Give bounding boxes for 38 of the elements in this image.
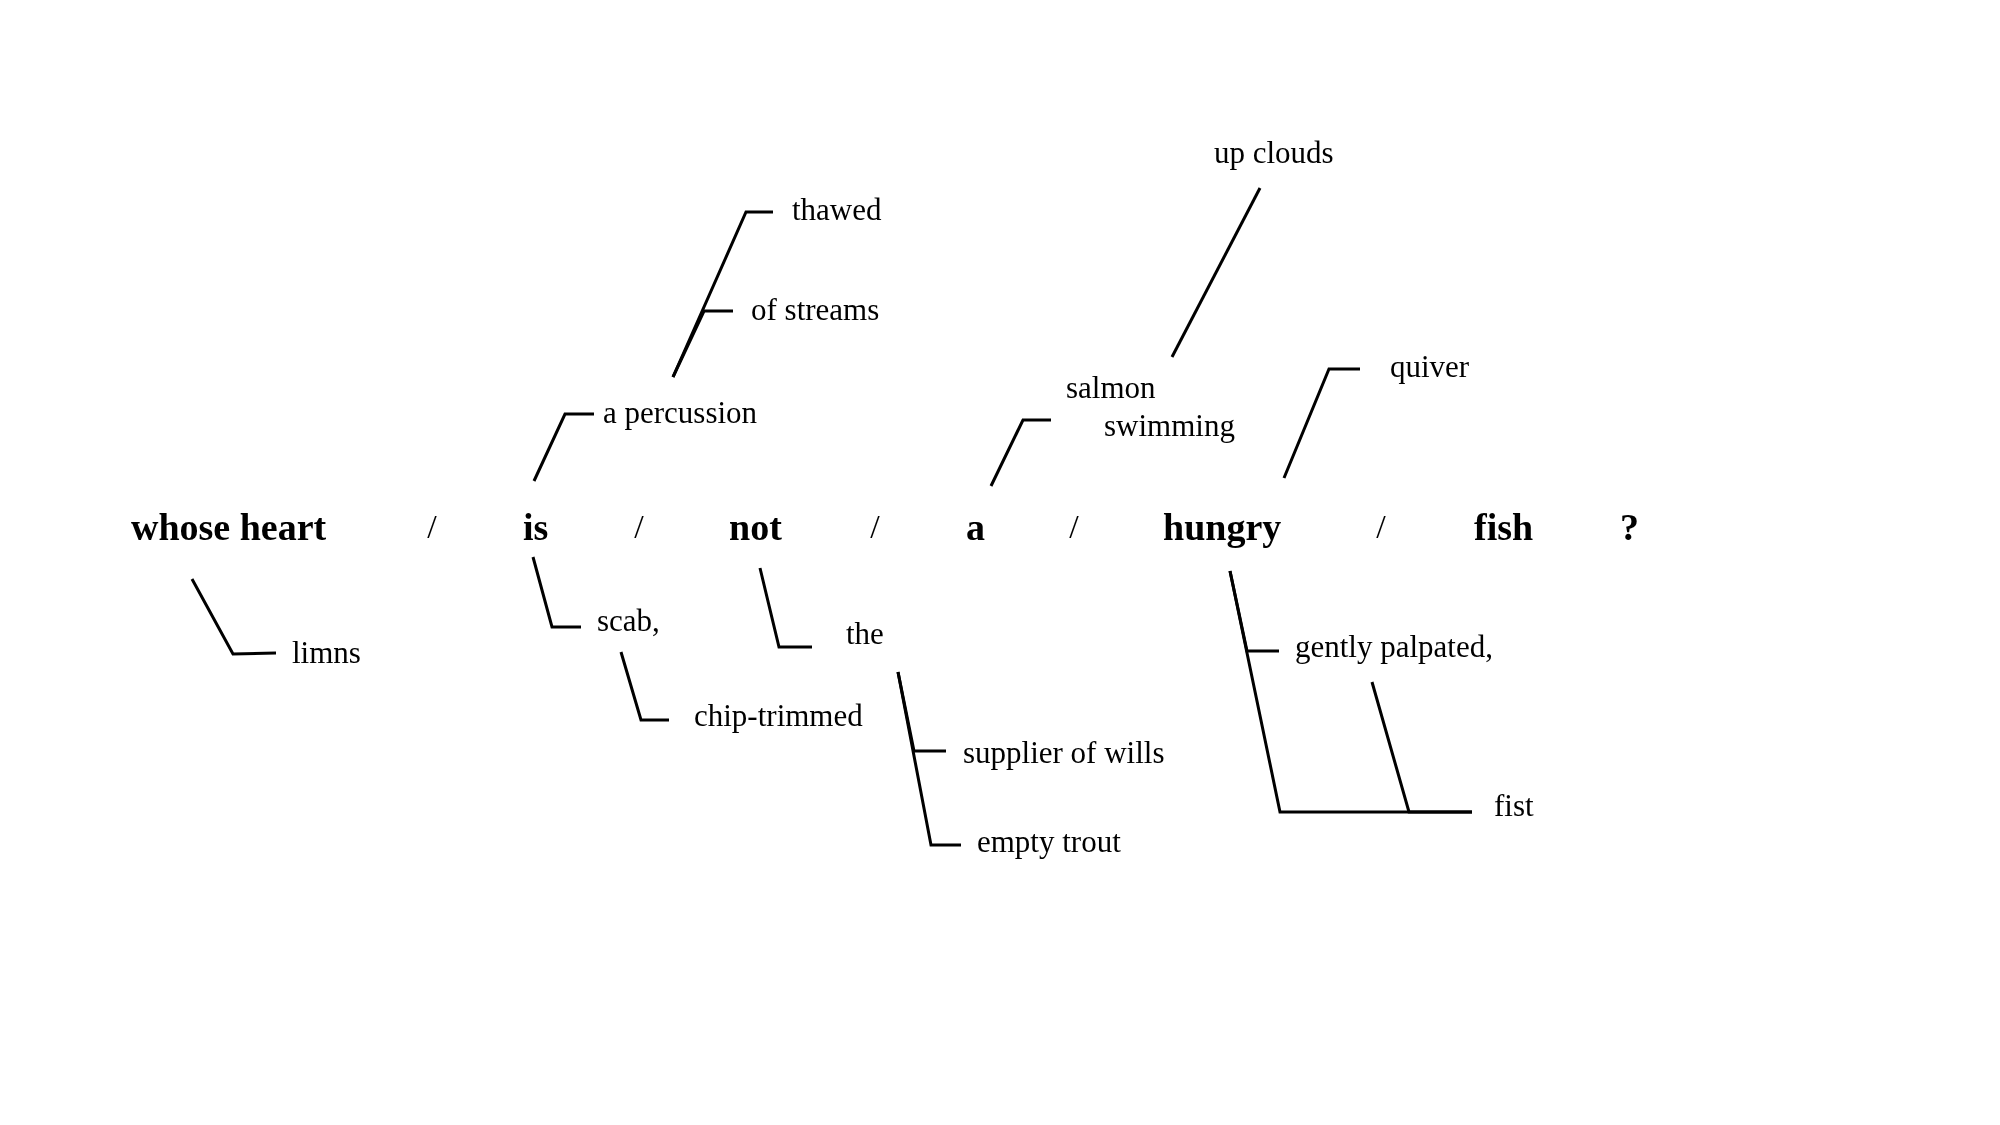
sentence-word: fish <box>1474 505 1534 549</box>
slash-divider: / <box>1069 507 1079 547</box>
sentence-word: a <box>966 505 985 549</box>
modifier-phrase: chip-trimmed <box>694 697 863 735</box>
modifier-phrase: quiver <box>1390 348 1470 386</box>
slash-divider: / <box>634 507 644 547</box>
modifier-phrase: thawed <box>792 191 882 229</box>
modifier-phrase: the <box>846 615 884 653</box>
leader-line <box>1370 681 1472 814</box>
leader-line <box>758 567 812 649</box>
modifier-phrase: limns <box>292 634 361 672</box>
leader-line <box>1170 187 1262 358</box>
modifier-phrase: a percussion <box>603 394 758 432</box>
leader-line <box>1282 367 1360 479</box>
modifier-phrase: up clouds <box>1214 134 1334 172</box>
sentence-word: not <box>729 505 782 549</box>
modifier-phrase: scab, <box>597 602 660 640</box>
leader-line <box>619 651 669 722</box>
leader-line <box>532 412 594 482</box>
modifier-phrase: supplier of wills <box>963 734 1165 772</box>
slash-divider: / <box>427 507 437 547</box>
leader-line <box>190 578 277 656</box>
sentence-word: whose heart <box>131 505 327 549</box>
leader-line <box>989 418 1051 487</box>
modifier-phrase: salmon swimming <box>1066 369 1256 445</box>
sentence-word: is <box>523 505 549 549</box>
sentence-word: hungry <box>1163 505 1282 549</box>
modifier-phrase: empty trout <box>977 823 1121 861</box>
leader-line <box>531 556 581 629</box>
modifier-phrase: fist <box>1494 787 1534 825</box>
slash-divider: / <box>1376 507 1386 547</box>
slash-divider: / <box>870 507 880 547</box>
leader-line <box>671 309 733 378</box>
sentence-word: ? <box>1620 505 1639 549</box>
modifier-phrase: gently palpated, <box>1295 628 1493 666</box>
leader-line <box>896 671 961 847</box>
leader-line <box>671 210 773 378</box>
modifier-phrase: of streams <box>751 291 880 329</box>
